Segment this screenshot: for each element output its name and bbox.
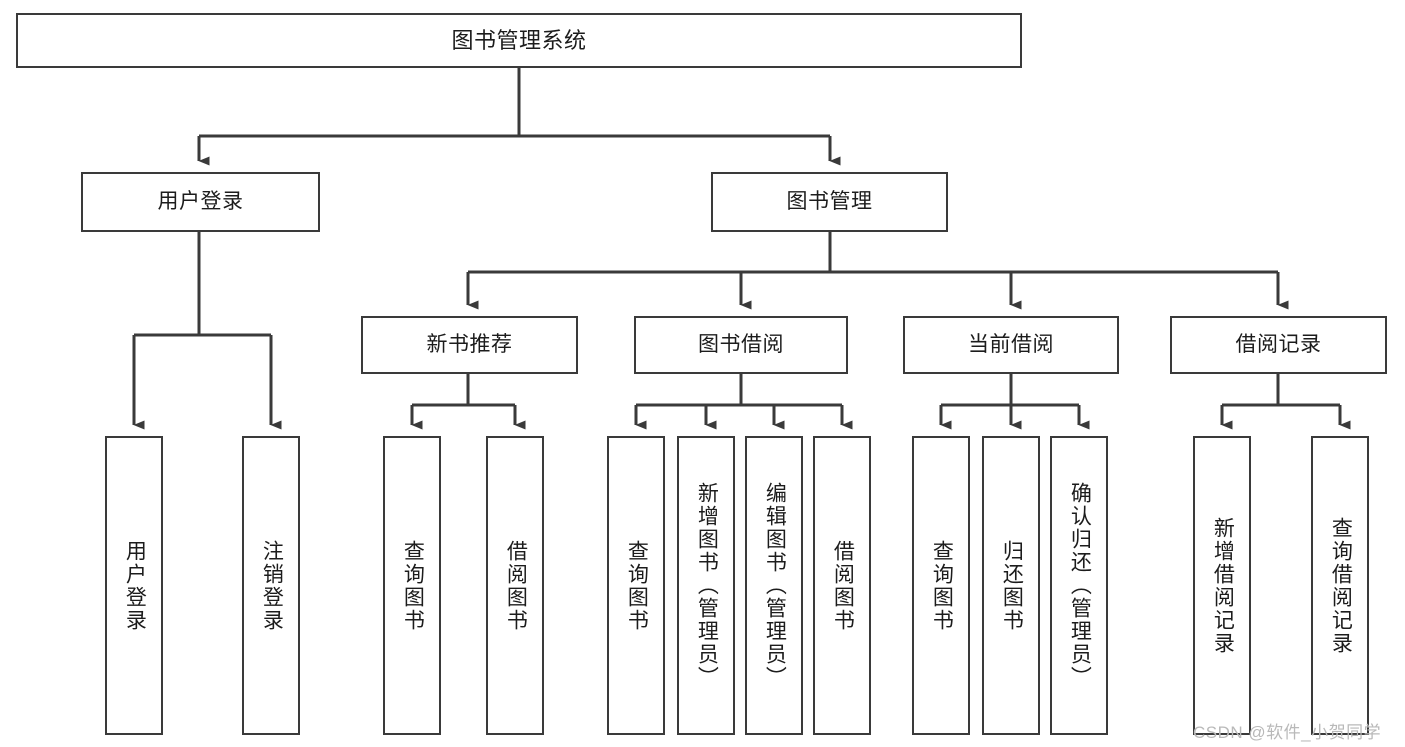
node-label: 注销登录 [260,539,284,632]
node-label: 借阅记录 [1235,332,1322,356]
node-label: 新增图书（管理员） [695,482,719,689]
node-borrow-record[interactable]: 借阅记录 [1170,316,1387,374]
leaf-return-book[interactable]: 归还图书 [982,436,1040,735]
leaf-add-book-admin[interactable]: 新增图书（管理员） [677,436,735,735]
leaf-text-wrap: 查询借阅记录 [1328,438,1353,733]
leaf-query-borrow-record[interactable]: 查询借阅记录 [1311,436,1369,735]
node-label: 查询借阅记录 [1329,516,1353,655]
node-label: 借阅图书 [831,539,855,632]
node-user-login[interactable]: 用户登录 [81,172,320,232]
csdn-watermark: CSDN @软件_小贺同学 [1193,723,1382,742]
node-label: 图书借阅 [698,332,784,356]
node-current-borrow[interactable]: 当前借阅 [903,316,1119,374]
node-label: 查询图书 [930,539,954,632]
leaf-query-book-borrow[interactable]: 查询图书 [607,436,665,735]
leaf-borrow-book[interactable]: 借阅图书 [813,436,871,735]
node-label: 借阅图书 [504,539,528,632]
leaf-confirm-return-admin[interactable]: 确认归还（管理员） [1050,436,1108,735]
node-label: 当前借阅 [968,332,1054,356]
leaf-borrow-book-recommend[interactable]: 借阅图书 [486,436,544,735]
leaf-text-wrap: 新增图书（管理员） [694,438,719,733]
node-label: 新增借阅记录 [1211,516,1235,655]
node-label: 图书管理系统 [451,27,587,53]
node-book-management[interactable]: 图书管理 [711,172,948,232]
leaf-edit-book-admin[interactable]: 编辑图书（管理员） [745,436,803,735]
node-label: 编辑图书（管理员） [763,482,787,689]
node-label: 用户登录 [123,539,147,632]
leaf-text-wrap: 归还图书 [999,438,1024,733]
leaf-add-borrow-record[interactable]: 新增借阅记录 [1193,436,1251,735]
leaf-text-wrap: 编辑图书（管理员） [762,438,787,733]
leaf-text-wrap: 用户登录 [122,438,147,733]
node-label: 查询图书 [401,539,425,632]
node-label: 用户登录 [157,189,244,213]
leaf-user-login[interactable]: 用户登录 [105,436,163,735]
leaf-text-wrap: 借阅图书 [830,438,855,733]
leaf-text-wrap: 查询图书 [929,438,954,733]
node-label: 图书管理 [786,189,873,213]
node-book-borrow[interactable]: 图书借阅 [634,316,848,374]
node-label: 归还图书 [1000,539,1024,632]
node-new-book-recommend[interactable]: 新书推荐 [361,316,578,374]
leaf-query-book-recommend[interactable]: 查询图书 [383,436,441,735]
leaf-query-book-current[interactable]: 查询图书 [912,436,970,735]
node-label: 新书推荐 [426,332,513,356]
node-root-book-management-system[interactable]: 图书管理系统 [16,13,1022,68]
leaf-logout-login[interactable]: 注销登录 [242,436,300,735]
leaf-text-wrap: 确认归还（管理员） [1067,438,1092,733]
leaf-text-wrap: 查询图书 [400,438,425,733]
leaf-text-wrap: 借阅图书 [503,438,528,733]
node-label: 查询图书 [625,539,649,632]
leaf-text-wrap: 新增借阅记录 [1210,438,1235,733]
leaf-text-wrap: 查询图书 [624,438,649,733]
leaf-text-wrap: 注销登录 [259,438,284,733]
node-label: 确认归还（管理员） [1068,482,1092,689]
